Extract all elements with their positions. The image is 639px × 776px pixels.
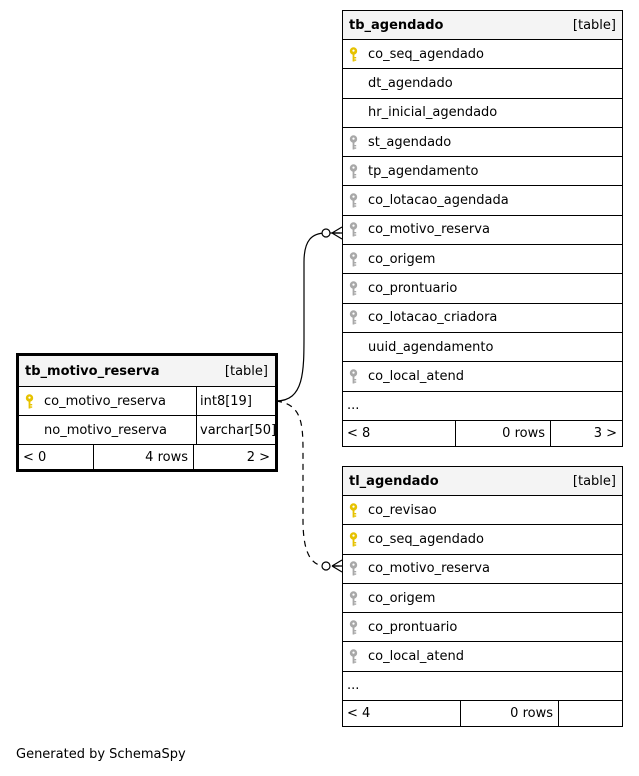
column-row[interactable]: co_motivo_reserva [343,216,622,246]
column-name: co_motivo_reserva [368,222,490,238]
key-gray-icon [343,252,363,267]
column-type: int8[19] [196,387,275,415]
relationship-crowfoot-marker [331,559,343,573]
column-row[interactable]: co_prontuario [343,613,622,643]
column-name: co_origem [368,251,436,267]
column-type: varchar[50] [196,416,276,444]
more-columns: ... [343,392,622,421]
ellipsis: ... [347,398,360,414]
column-name: co_lotacao_agendada [368,193,509,209]
column-row[interactable]: co_seq_agendado [343,525,622,555]
relationship-optional-marker [321,228,331,238]
column-name: co_seq_agendado [368,46,485,62]
column-row[interactable]: no_motivo_reserva varchar[50] [19,416,276,445]
key-gray-icon [343,590,363,606]
column-row[interactable]: co_local_atend [343,642,622,672]
column-row[interactable]: co_local_atend [343,362,622,392]
column-row[interactable]: co_lotacao_criadora [343,304,622,333]
table-tl-agendado[interactable]: tl_agendado [table] co_revisao co_seq_age… [342,466,623,727]
table-name: tb_motivo_reserva [25,363,160,379]
table-header[interactable]: tb_agendado [table] [343,11,622,40]
column-row[interactable]: st_agendado [343,128,622,158]
column-name: co_prontuario [368,281,458,297]
table-footer: < 4 0 rows [343,700,622,726]
key-gray-icon [343,281,363,296]
column-row[interactable]: co_prontuario [343,274,622,304]
column-name: uuid_agendamento [368,339,494,355]
table-kind: [table] [572,473,616,489]
column-row[interactable]: dt_agendado [343,69,622,99]
key-gold-icon [19,393,39,409]
parents-count[interactable]: < 8 [343,420,456,446]
table-footer: < 0 4 rows 2 > [19,445,275,469]
column-name: no_motivo_reserva [44,422,167,438]
column-name: dt_agendado [368,75,453,91]
column-name: co_lotacao_criadora [368,310,498,326]
table-header[interactable]: tl_agendado [table] [343,467,622,496]
table-kind: [table] [224,363,268,379]
relationship-line-tl-agendado [275,400,340,567]
relationship-optional-marker [321,561,331,571]
column-row[interactable]: co_lotacao_agendada [343,186,622,216]
more-columns: ... [343,672,622,701]
row-count: 0 rows [461,700,559,726]
column-row[interactable]: co_motivo_reserva int8[19] [19,387,275,416]
row-count: 0 rows [456,420,551,446]
column-name: co_prontuario [368,619,458,635]
key-gold-icon [343,502,363,518]
column-name: hr_inicial_agendado [368,105,498,121]
key-gray-icon [343,561,363,576]
column-name: co_local_atend [368,368,464,384]
table-kind: [table] [572,17,616,33]
key-gray-icon [343,164,363,179]
table-header[interactable]: tb_motivo_reserva [table] [19,356,275,387]
generated-by-label: Generated by SchemaSpy [16,747,186,762]
column-row[interactable]: uuid_agendamento [343,333,622,363]
column-row[interactable]: co_origem [343,584,622,614]
column-name: co_motivo_reserva [368,561,490,577]
children-count[interactable] [559,701,622,726]
column-name: co_seq_agendado [368,531,485,547]
parents-count[interactable]: < 4 [343,700,461,726]
relationship-line-tb-agendado [275,232,340,402]
table-name: tb_agendado [349,17,444,33]
key-gray-icon [343,222,363,237]
parents-count[interactable]: < 0 [19,445,94,469]
table-tb-motivo-reserva[interactable]: tb_motivo_reserva [table] co_motivo_rese… [16,353,278,472]
ellipsis: ... [347,678,360,694]
relationship-crowfoot-marker [331,226,343,240]
key-gray-icon [343,649,363,664]
children-count[interactable]: 3 > [593,425,617,441]
key-gold-icon [343,532,363,547]
column-name: co_revisao [368,502,437,518]
column-row[interactable]: hr_inicial_agendado [343,99,622,128]
column-name: co_origem [368,590,436,606]
column-row[interactable]: co_seq_agendado [343,40,622,70]
column-row[interactable]: co_revisao [343,496,622,526]
column-name: tp_agendamento [368,163,479,179]
key-gray-icon [343,369,363,384]
key-gray-icon [343,134,363,150]
key-gray-icon [343,193,363,208]
table-tb-agendado[interactable]: tb_agendado [table] co_seq_agendado dt_ag… [342,10,623,447]
key-gray-icon [343,310,363,325]
children-count[interactable]: 2 > [246,449,270,465]
key-gray-icon [343,620,363,635]
key-gold-icon [343,46,363,62]
column-name: co_motivo_reserva [44,393,166,409]
table-name: tl_agendado [349,473,439,489]
column-name: st_agendado [368,134,452,150]
column-row[interactable]: co_motivo_reserva [343,555,622,584]
column-name: co_local_atend [368,649,464,665]
table-footer: < 8 0 rows 3 > [343,420,622,446]
row-count: 4 rows [94,445,194,469]
column-row[interactable]: co_origem [343,245,622,275]
column-row[interactable]: tp_agendamento [343,157,622,187]
